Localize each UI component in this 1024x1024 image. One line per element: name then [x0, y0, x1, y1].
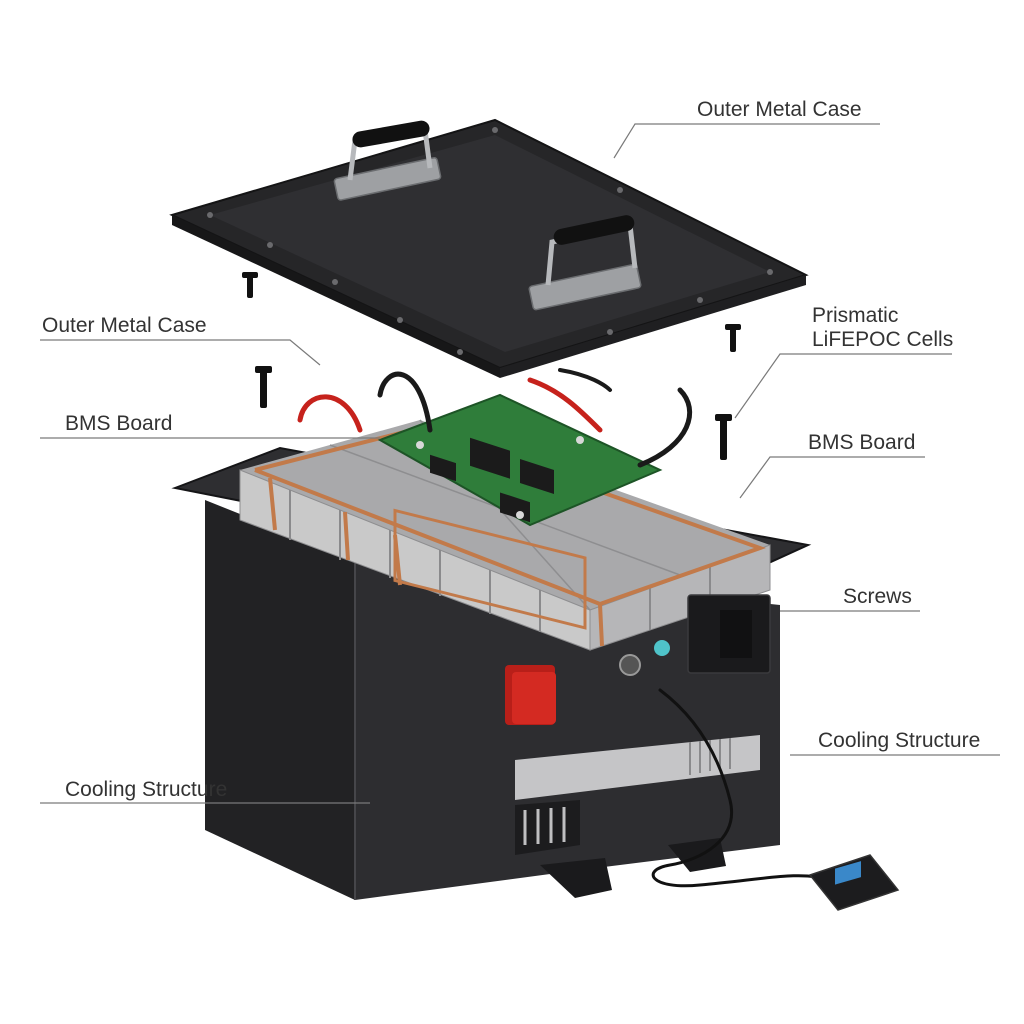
label-screws: Screws [843, 585, 912, 608]
callout-labels: Outer Metal Case Outer Metal Case Prisma… [42, 98, 980, 801]
lid-handle-2 [528, 215, 642, 311]
prismatic-cells [239, 419, 771, 651]
label-bms-board-right: BMS Board [808, 431, 915, 454]
loose-screws [242, 272, 741, 460]
label-prismatic: Prismatic [812, 304, 898, 327]
screw-3 [725, 324, 741, 352]
battery-display-unit [808, 854, 900, 911]
label-outer-metal-case-left: Outer Metal Case [42, 314, 207, 337]
screw-4 [715, 414, 732, 460]
bms-board-pcb [377, 393, 663, 527]
label-lifepoc-cells: LiFEPOC Cells [812, 328, 953, 351]
screw-2 [255, 366, 272, 408]
screw-1 [242, 272, 258, 298]
label-outer-metal-case-top: Outer Metal Case [697, 98, 862, 121]
label-bms-board-left: BMS Board [65, 412, 172, 435]
front-panel [505, 594, 771, 855]
wires [297, 368, 832, 888]
label-cooling-structure-left: Cooling Structure [65, 778, 227, 801]
label-cooling-structure-right: Cooling Structure [818, 729, 980, 752]
leader-lines [40, 123, 1000, 804]
lid-cover [169, 118, 809, 378]
lid-handle-1 [333, 120, 442, 201]
